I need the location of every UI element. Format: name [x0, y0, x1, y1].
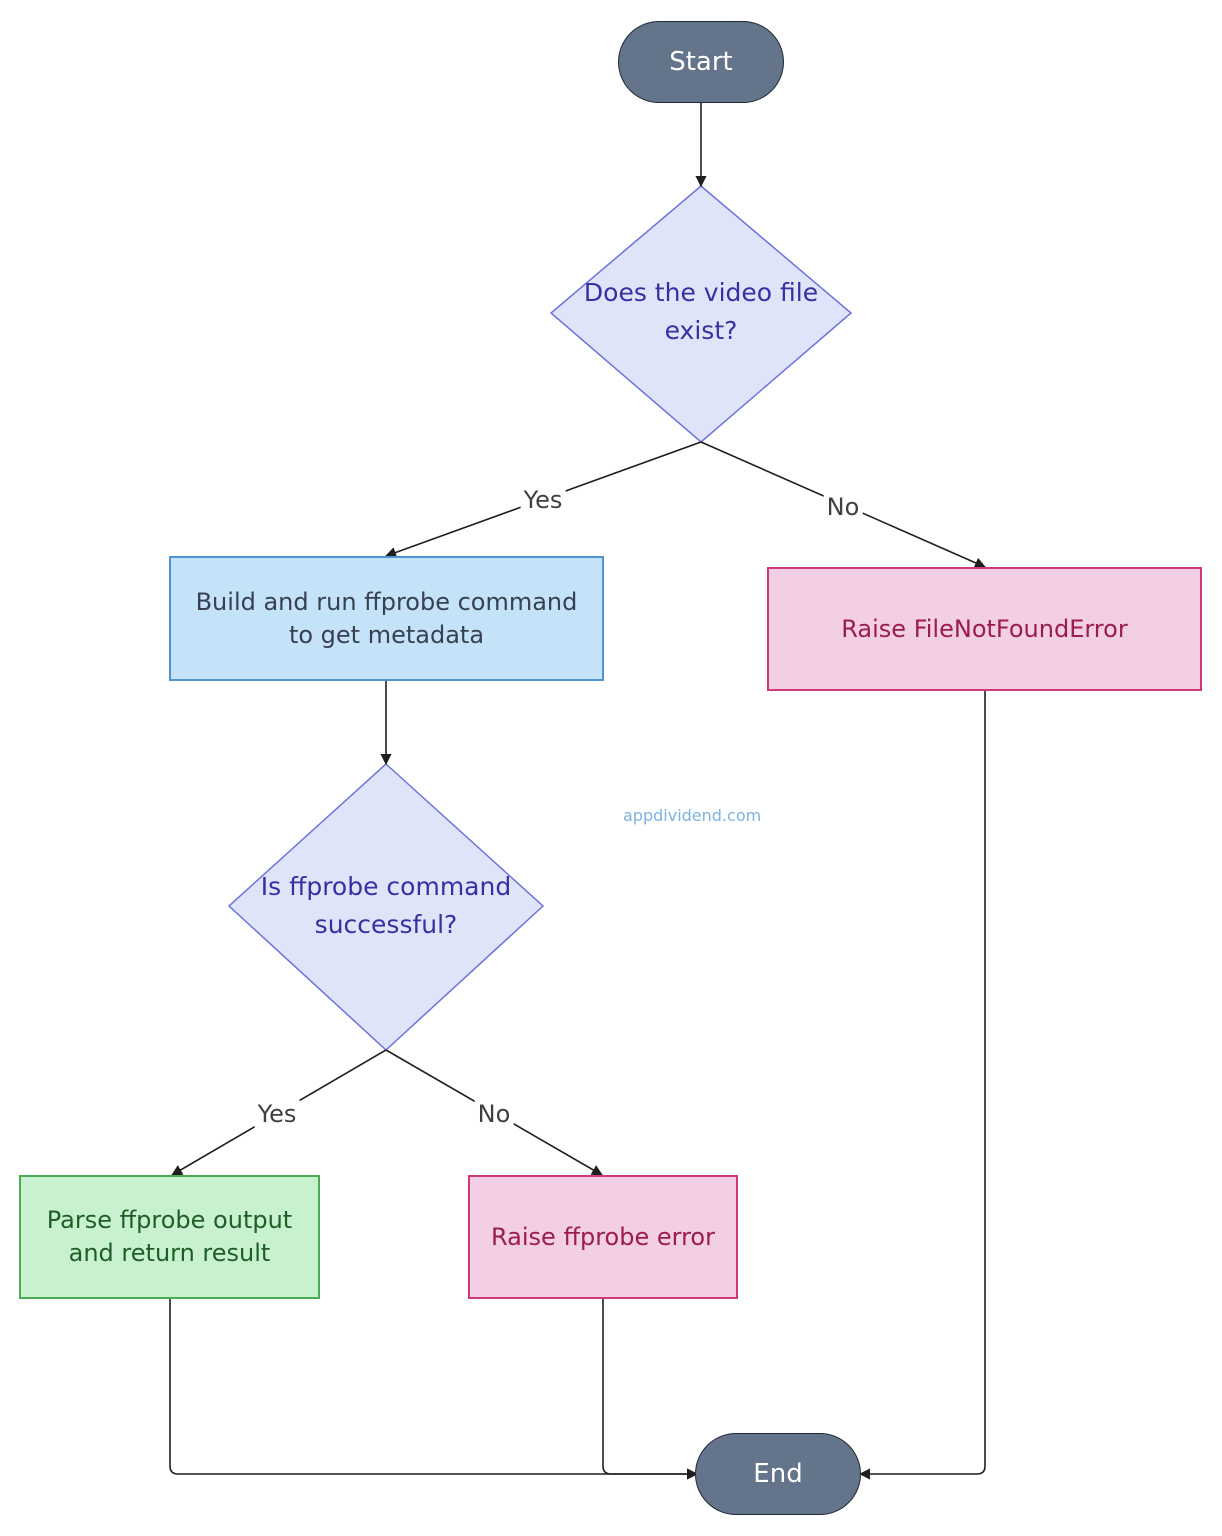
edge-ffprobe-error-to-end [602, 1298, 699, 1480]
edge-label-exists-yes: Yes [520, 486, 566, 514]
parse-output-node: Parse ffprobe output and return result [19, 1175, 320, 1299]
build-run-ffprobe-node: Build and run ffprobe command to get met… [169, 556, 604, 681]
raise-file-not-found-node: Raise FileNotFoundError [767, 567, 1202, 691]
edge-label-success-yes: Yes [254, 1100, 300, 1128]
watermark-text: appdividend.com [623, 806, 762, 825]
end-label: End [753, 1458, 803, 1489]
raise-file-not-found-label: Raise FileNotFoundError [841, 614, 1128, 643]
parse-output-label: Parse ffprobe output and return result [46, 1206, 293, 1267]
decision-ffprobe-success-text: Is ffprobe command successful? [244, 856, 528, 956]
end-node: End [695, 1433, 861, 1515]
start-label: Start [669, 46, 733, 77]
raise-ffprobe-error-label: Raise ffprobe error [491, 1222, 715, 1251]
edge-parse-to-end [169, 1298, 699, 1480]
start-node: Start [618, 21, 784, 103]
build-run-ffprobe-label: Build and run ffprobe command to get met… [195, 587, 578, 649]
edge-label-exists-no: No [823, 493, 863, 521]
decision-file-exists-text: Does the video file exist? [566, 262, 836, 362]
edge-label-success-no: No [474, 1100, 514, 1128]
decision-file-exists-label: Does the video file exist? [583, 278, 819, 345]
raise-ffprobe-error-node: Raise ffprobe error [468, 1175, 738, 1299]
decision-ffprobe-success-label: Is ffprobe command successful? [260, 872, 512, 939]
edge-file-not-found-to-end [858, 690, 986, 1480]
